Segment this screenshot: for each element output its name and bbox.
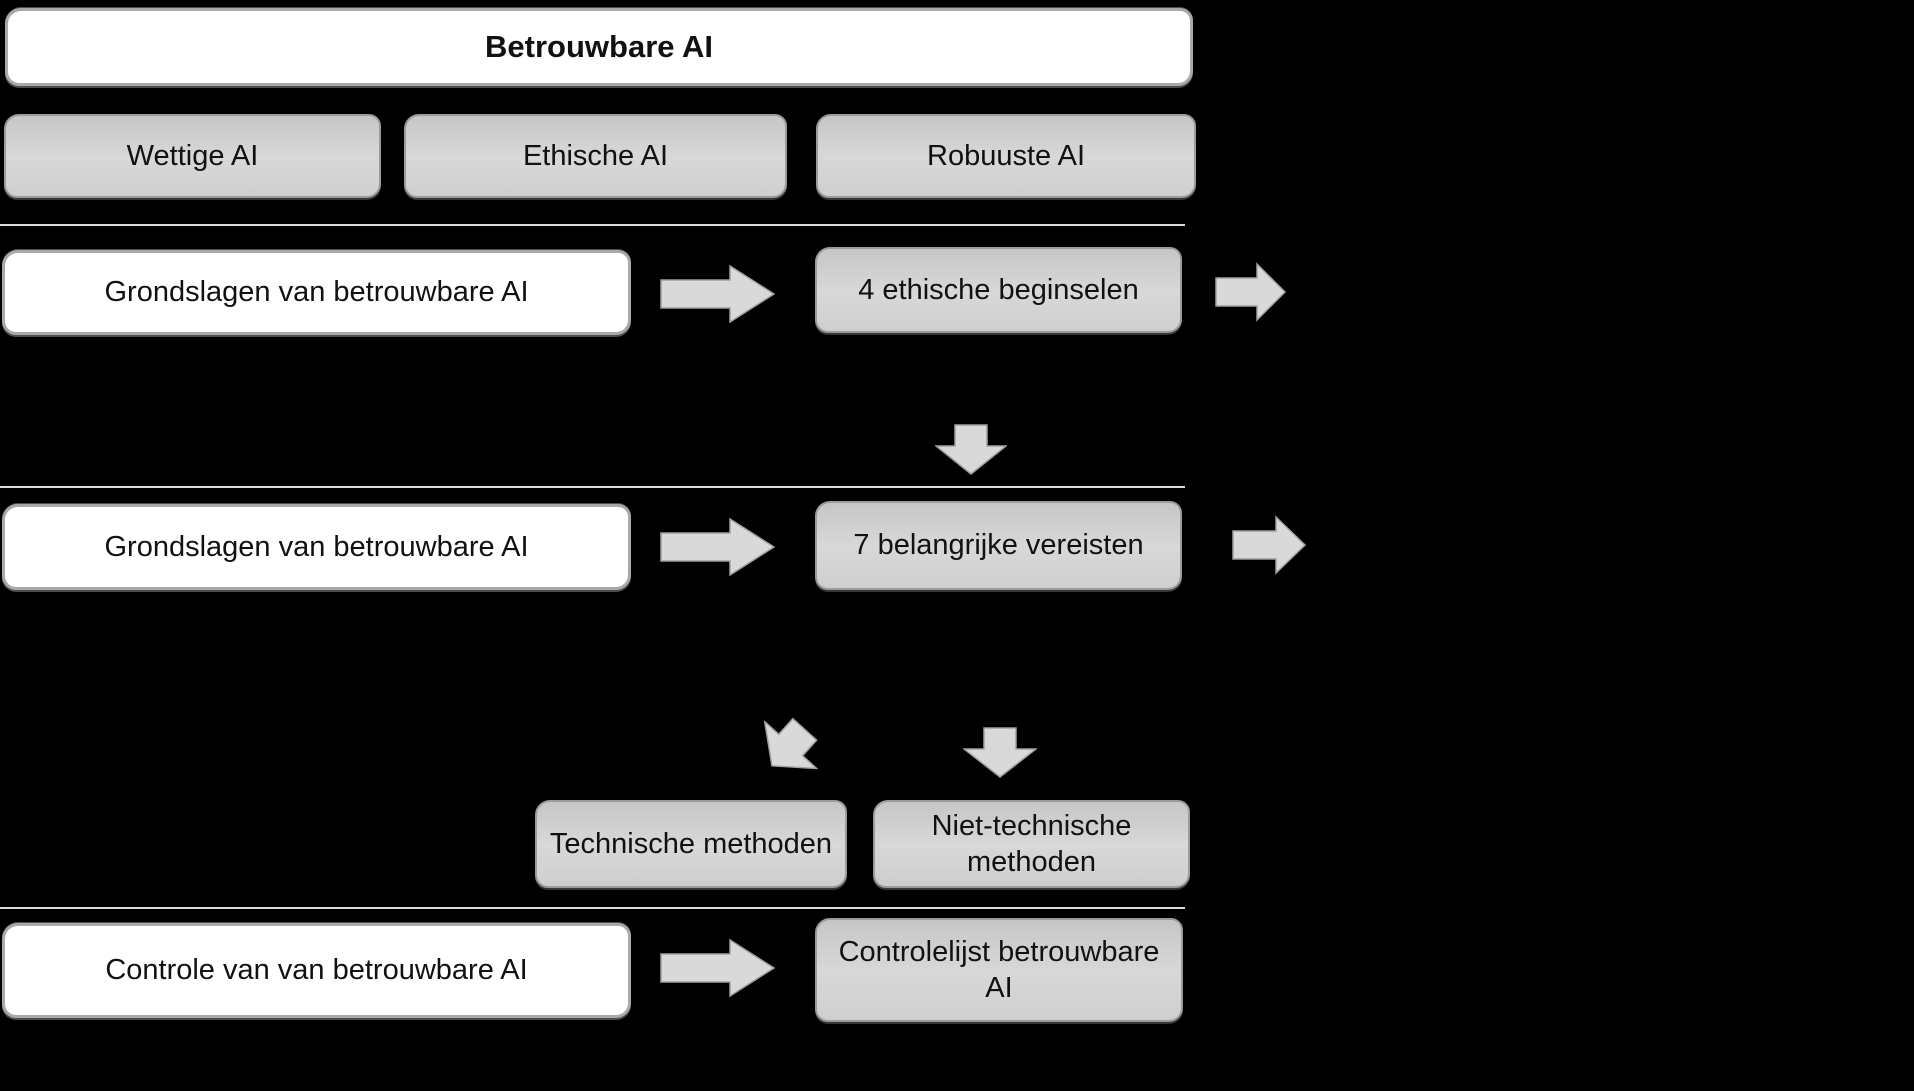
separator-line-2 [0, 486, 1185, 488]
method-label: Niet-technische methoden [931, 809, 1132, 878]
diagram-title: Betrouwbare AI [485, 28, 713, 64]
row3-source-box: Controle van van betrouwbare AI [2, 923, 631, 1018]
arrow-right-icon [660, 938, 776, 998]
arrow-down-icon [963, 727, 1037, 778]
arrow-right-icon [1215, 262, 1287, 322]
arrow-right-icon [1232, 515, 1307, 575]
row1-target-label: 4 ethische beginselen [858, 273, 1139, 306]
row3-source-label: Controle van van betrouwbare AI [105, 954, 528, 987]
pillar-box-robuuste-ai: Robuuste AI [816, 114, 1196, 198]
arrow-down-left-icon [763, 717, 819, 770]
method-label: Technische methoden [549, 827, 833, 860]
row3-target-label: Controlelijst betrouwbare AI [838, 935, 1160, 1004]
row1-source-label: Grondslagen van betrouwbare AI [104, 276, 529, 309]
title-box: Betrouwbare AI [5, 8, 1193, 86]
row2-source-label: Grondslagen van betrouwbare AI [104, 530, 529, 563]
row2-target-label: 7 belangrijke vereisten [853, 529, 1144, 562]
pillar-label: Wettige AI [126, 139, 259, 172]
pillar-box-ethische-ai: Ethische AI [404, 114, 787, 198]
pillar-label: Robuuste AI [927, 139, 1085, 172]
pillar-box-wettige-ai: Wettige AI [4, 114, 381, 198]
separator-line-3 [0, 907, 1185, 909]
row3-target-box: Controlelijst betrouwbare AI [815, 918, 1183, 1022]
arrow-right-icon [660, 517, 776, 577]
method-box-technische: Technische methoden [535, 800, 847, 888]
row2-source-box: Grondslagen van betrouwbare AI [2, 504, 631, 590]
pillar-label: Ethische AI [522, 139, 669, 172]
arrow-right-icon [660, 264, 776, 324]
row2-target-box: 7 belangrijke vereisten [815, 501, 1182, 590]
arrow-down-icon [935, 424, 1007, 475]
method-box-niet-technische: Niet-technische methoden [873, 800, 1190, 888]
separator-line-1 [0, 224, 1185, 226]
row1-target-box: 4 ethische beginselen [815, 247, 1182, 333]
row1-source-box: Grondslagen van betrouwbare AI [2, 250, 631, 335]
